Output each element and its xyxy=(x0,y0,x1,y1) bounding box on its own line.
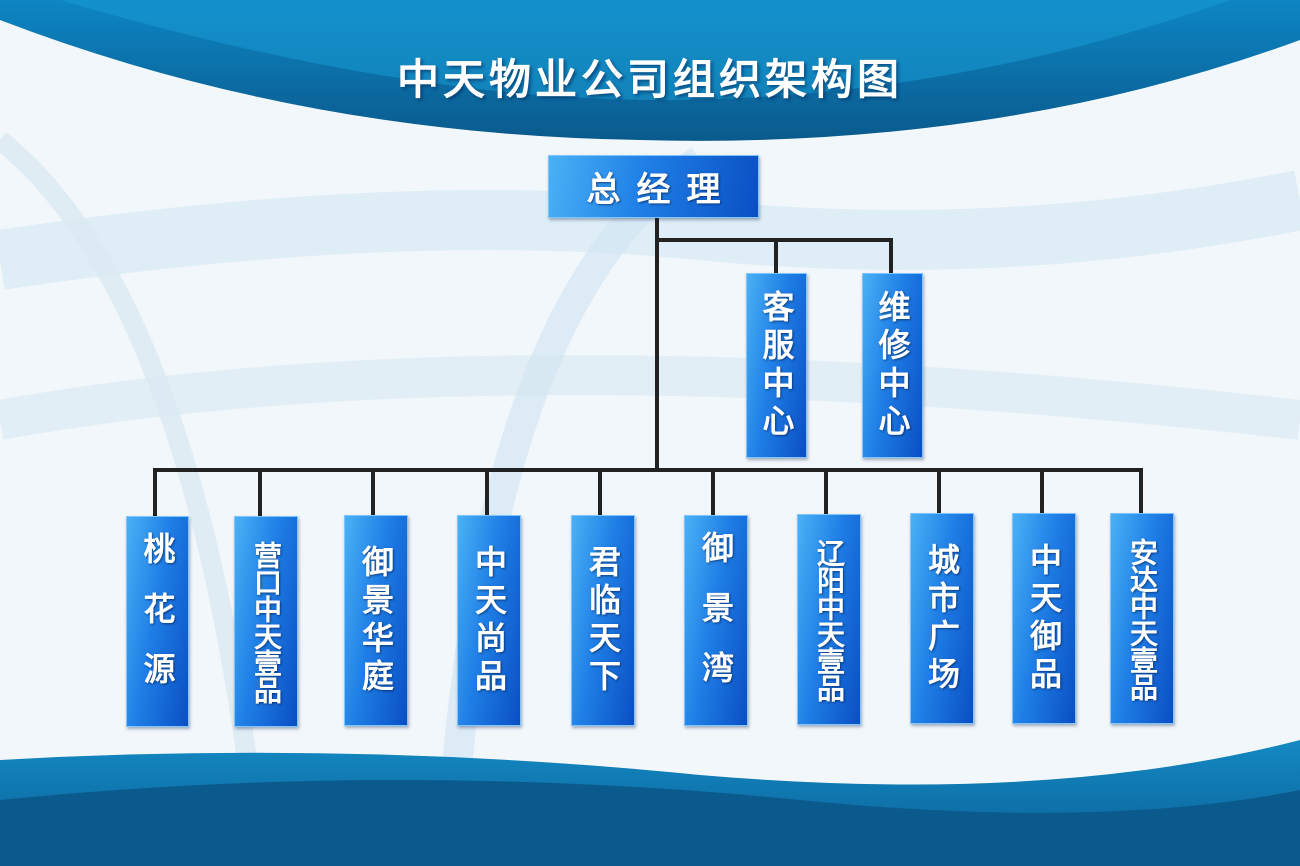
connector-line xyxy=(655,218,659,472)
node-label: 御景湾 xyxy=(697,530,735,711)
connector-line xyxy=(824,468,828,516)
connector-line xyxy=(1040,468,1044,516)
connector-line xyxy=(937,468,941,516)
node-general-manager: 总经理 xyxy=(548,155,759,218)
connector-line xyxy=(153,468,1143,472)
node-label: 安达中天壹品 xyxy=(1126,537,1159,700)
connector-line xyxy=(153,468,157,516)
node-branch: 城市广场 xyxy=(910,513,974,724)
node-branch: 桃花源 xyxy=(126,516,189,727)
node-branch: 营口中天壹品 xyxy=(234,516,298,727)
chart-title: 中天物业公司组织架构图 xyxy=(396,55,903,104)
node-label: 君临天下 xyxy=(584,544,622,697)
node-maintenance-center: 维修中心 xyxy=(862,273,923,458)
connector-line xyxy=(1139,468,1143,516)
connector-line xyxy=(711,468,715,516)
node-label: 中天御品 xyxy=(1025,542,1063,695)
node-branch: 中天御品 xyxy=(1012,513,1076,724)
node-label: 营口中天壹品 xyxy=(250,540,283,703)
node-label: 辽阳中天壹品 xyxy=(813,538,846,701)
node-label: 总经理 xyxy=(586,170,737,210)
connector-line xyxy=(371,468,375,516)
node-label: 客服中心 xyxy=(757,289,796,442)
connector-line xyxy=(598,468,602,516)
node-branch: 中天尚品 xyxy=(457,515,521,726)
connector-line xyxy=(774,238,778,274)
node-branch: 辽阳中天壹品 xyxy=(797,514,861,725)
node-branch: 君临天下 xyxy=(571,515,635,726)
node-branch: 安达中天壹品 xyxy=(1110,513,1174,724)
node-label: 桃花源 xyxy=(138,531,177,712)
node-branch: 御景湾 xyxy=(684,515,748,726)
connector-line xyxy=(258,468,262,516)
node-branch: 御景华庭 xyxy=(344,515,408,726)
node-customer-service-center: 客服中心 xyxy=(746,273,807,458)
node-label: 御景华庭 xyxy=(357,544,395,697)
connector-line xyxy=(889,238,893,274)
node-label: 中天尚品 xyxy=(470,544,508,697)
connector-line xyxy=(485,468,489,516)
node-label: 城市广场 xyxy=(923,542,961,695)
node-label: 维修中心 xyxy=(873,289,912,442)
